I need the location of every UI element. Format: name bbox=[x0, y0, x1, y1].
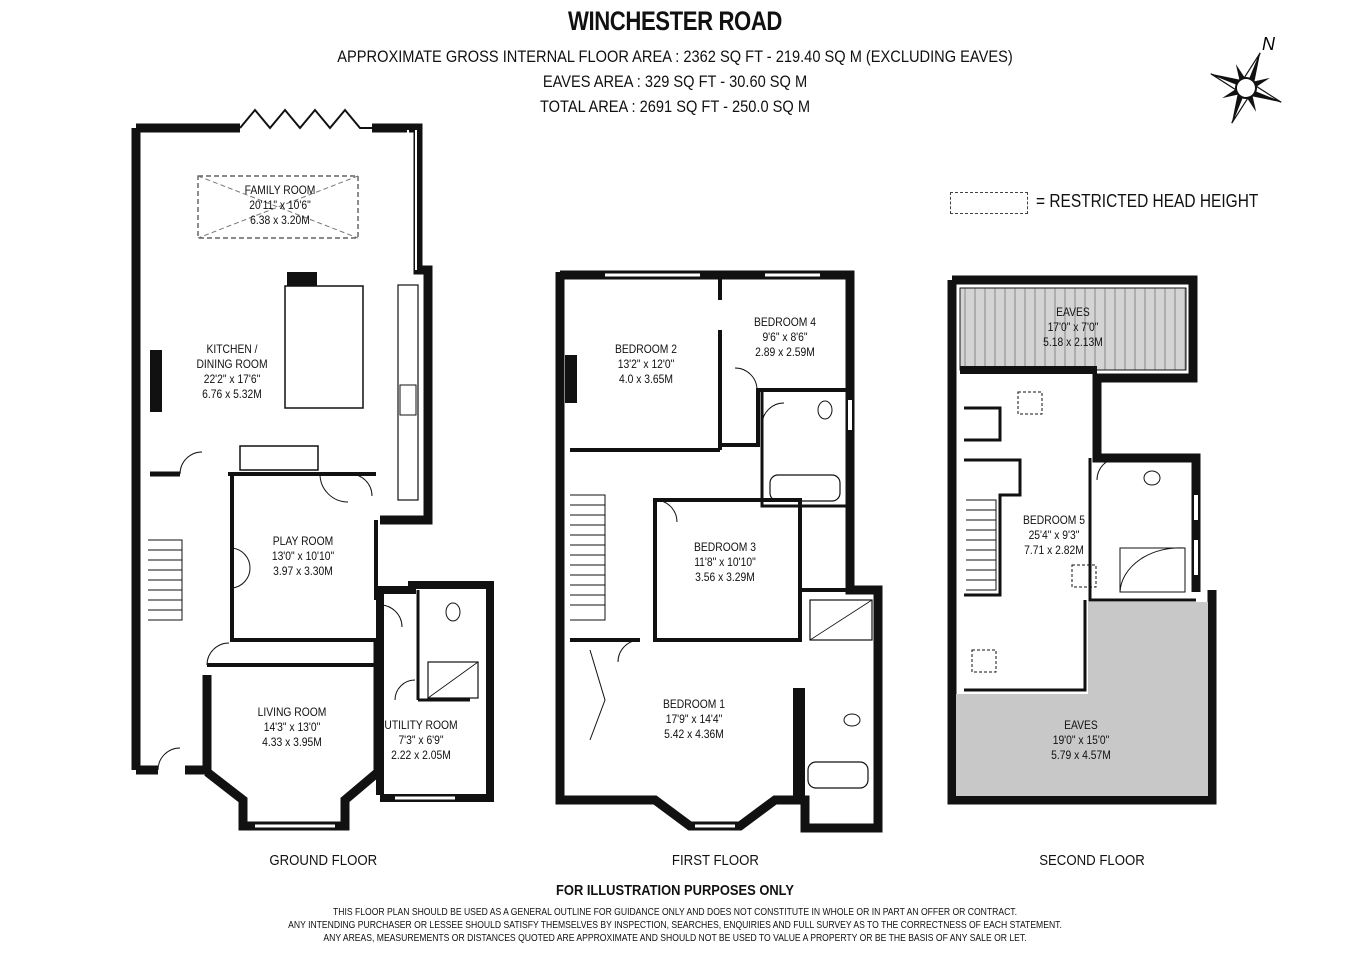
bedroom-5-label: BEDROOM 5 25'4" x 9'3" 7.71 x 2.82M bbox=[1023, 513, 1085, 557]
bedroom-3-label: BEDROOM 3 11'8" x 10'10" 3.56 x 3.29M bbox=[694, 540, 756, 584]
family-room-label: FAMILY ROOM 20'11" x 10'6" 6.38 x 3.20M bbox=[244, 183, 316, 227]
legend-text: = RESTRICTED HEAD HEIGHT bbox=[1036, 191, 1259, 211]
ground-floor-plan bbox=[131, 108, 494, 831]
bedroom-2-label: BEDROOM 2 13'2" x 12'0" 4.0 x 3.65M bbox=[615, 342, 677, 386]
total-area-text: TOTAL AREA : 2691 SQ FT - 250.0 SQ M bbox=[539, 97, 811, 116]
first-floor-title: FIRST FLOOR bbox=[671, 852, 759, 869]
play-room-label: PLAY ROOM 13'0" x 10'10" 3.97 x 3.30M bbox=[271, 534, 335, 578]
disclaimer-line-3: ANY AREAS, MEASUREMENTS OR DISTANCES QUO… bbox=[323, 933, 1027, 944]
restricted-height-swatch bbox=[950, 192, 1028, 214]
living-room-label: LIVING ROOM 14'3" x 13'0" 4.33 x 3.95M bbox=[257, 705, 327, 749]
second-floor-title: SECOND FLOOR bbox=[1039, 852, 1145, 869]
bedroom-1-label: BEDROOM 1 17'9" x 14'4" 5.42 x 4.36M bbox=[663, 697, 725, 741]
disclaimer-line-2: ANY INTENDING PURCHASER OR LESSEE SHOULD… bbox=[288, 920, 1062, 931]
plan-title: WINCHESTER ROAD bbox=[567, 6, 783, 36]
disclaimer-heading: FOR ILLUSTRATION PURPOSES ONLY bbox=[556, 882, 794, 899]
bedroom-4-label: BEDROOM 4 9'6" x 8'6" 2.89 x 2.59M bbox=[754, 315, 816, 359]
compass-north-label: N bbox=[1262, 34, 1276, 54]
second-floor-plan bbox=[947, 275, 1217, 805]
first-floor-plan bbox=[555, 270, 883, 833]
ground-floor-title: GROUND FLOOR bbox=[269, 852, 378, 869]
utility-room-label: UTILITY ROOM 7'3" x 6'9" 2.22 x 2.05M bbox=[384, 718, 458, 762]
eaves-top-label: EAVES 17'0" x 7'0" 5.18 x 2.13M bbox=[1043, 305, 1103, 349]
compass-rose-icon: N bbox=[1210, 34, 1282, 124]
eaves-area-text: EAVES AREA : 329 SQ FT - 30.60 SQ M bbox=[542, 72, 808, 91]
disclaimer-line-1: THIS FLOOR PLAN SHOULD BE USED AS A GENE… bbox=[333, 907, 1017, 918]
gross-area-text: APPROXIMATE GROSS INTERNAL FLOOR AREA : … bbox=[337, 47, 1013, 66]
kitchen-dining-label: KITCHEN / DINING ROOM 22'2" x 17'6" 6.76… bbox=[196, 342, 268, 401]
eaves-bottom-label: EAVES 19'0" x 15'0" 5.79 x 4.57M bbox=[1051, 718, 1111, 762]
